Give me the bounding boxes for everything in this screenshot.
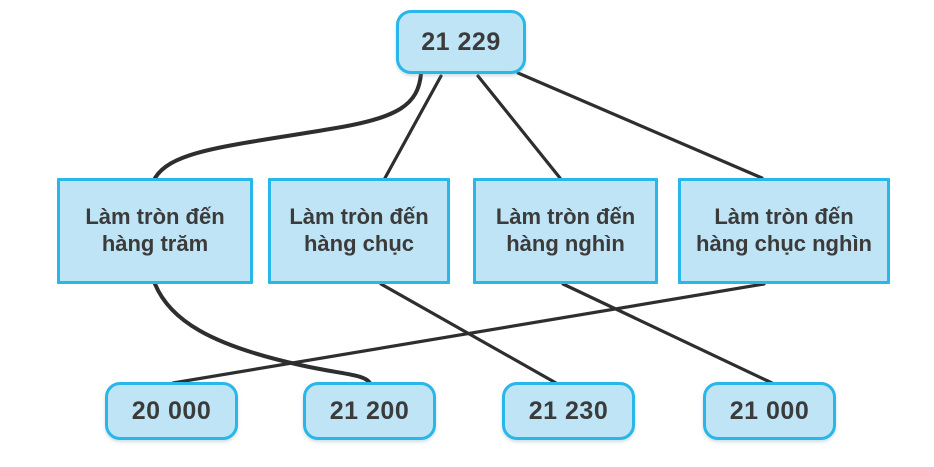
node-result-21000[interactable]: 21 000 bbox=[703, 382, 836, 440]
node-rule-hang-tram-label: Làm tròn đến hàng trăm bbox=[85, 204, 225, 256]
node-rule-hang-chuc-label: Làm tròn đến hàng chục bbox=[289, 204, 429, 256]
edge-21229-to-hang-chuc-nghin bbox=[516, 71, 764, 180]
node-rule-hang-chuc-nghin-label: Làm tròn đến hàng chục nghìn bbox=[696, 204, 872, 256]
node-result-21000-label: 21 000 bbox=[729, 396, 810, 425]
edge-21229-to-hang-chuc bbox=[383, 74, 443, 180]
node-rule-hang-nghin[interactable]: Làm tròn đến hàng nghìn bbox=[473, 178, 658, 284]
node-result-20000[interactable]: 20 000 bbox=[105, 382, 238, 440]
node-rule-hang-tram[interactable]: Làm tròn đến hàng trăm bbox=[57, 178, 253, 284]
node-number-21229-label: 21 229 bbox=[421, 27, 501, 56]
edge-hang-nghin-to-21000 bbox=[561, 282, 774, 385]
edge-21229-to-hang-nghin bbox=[476, 74, 562, 180]
node-result-20000-label: 20 000 bbox=[131, 396, 212, 425]
node-result-21230[interactable]: 21 230 bbox=[502, 382, 635, 440]
node-rule-hang-chuc[interactable]: Làm tròn đến hàng chục bbox=[268, 178, 450, 284]
node-result-21200-label: 21 200 bbox=[329, 396, 410, 425]
edge-21229-to-hang-tram bbox=[153, 72, 423, 180]
edge-hang-chuc-nghin-to-20000 bbox=[171, 282, 766, 385]
node-rule-hang-nghin-label: Làm tròn đến hàng nghìn bbox=[495, 204, 636, 256]
edge-hang-chuc-to-21230 bbox=[379, 282, 558, 385]
node-rule-hang-chuc-nghin[interactable]: Làm tròn đến hàng chục nghìn bbox=[678, 178, 890, 284]
node-number-21229[interactable]: 21 229 bbox=[396, 10, 526, 74]
edge-hang-tram-to-21200 bbox=[153, 282, 372, 385]
node-result-21230-label: 21 230 bbox=[528, 396, 609, 425]
node-result-21200[interactable]: 21 200 bbox=[303, 382, 436, 440]
